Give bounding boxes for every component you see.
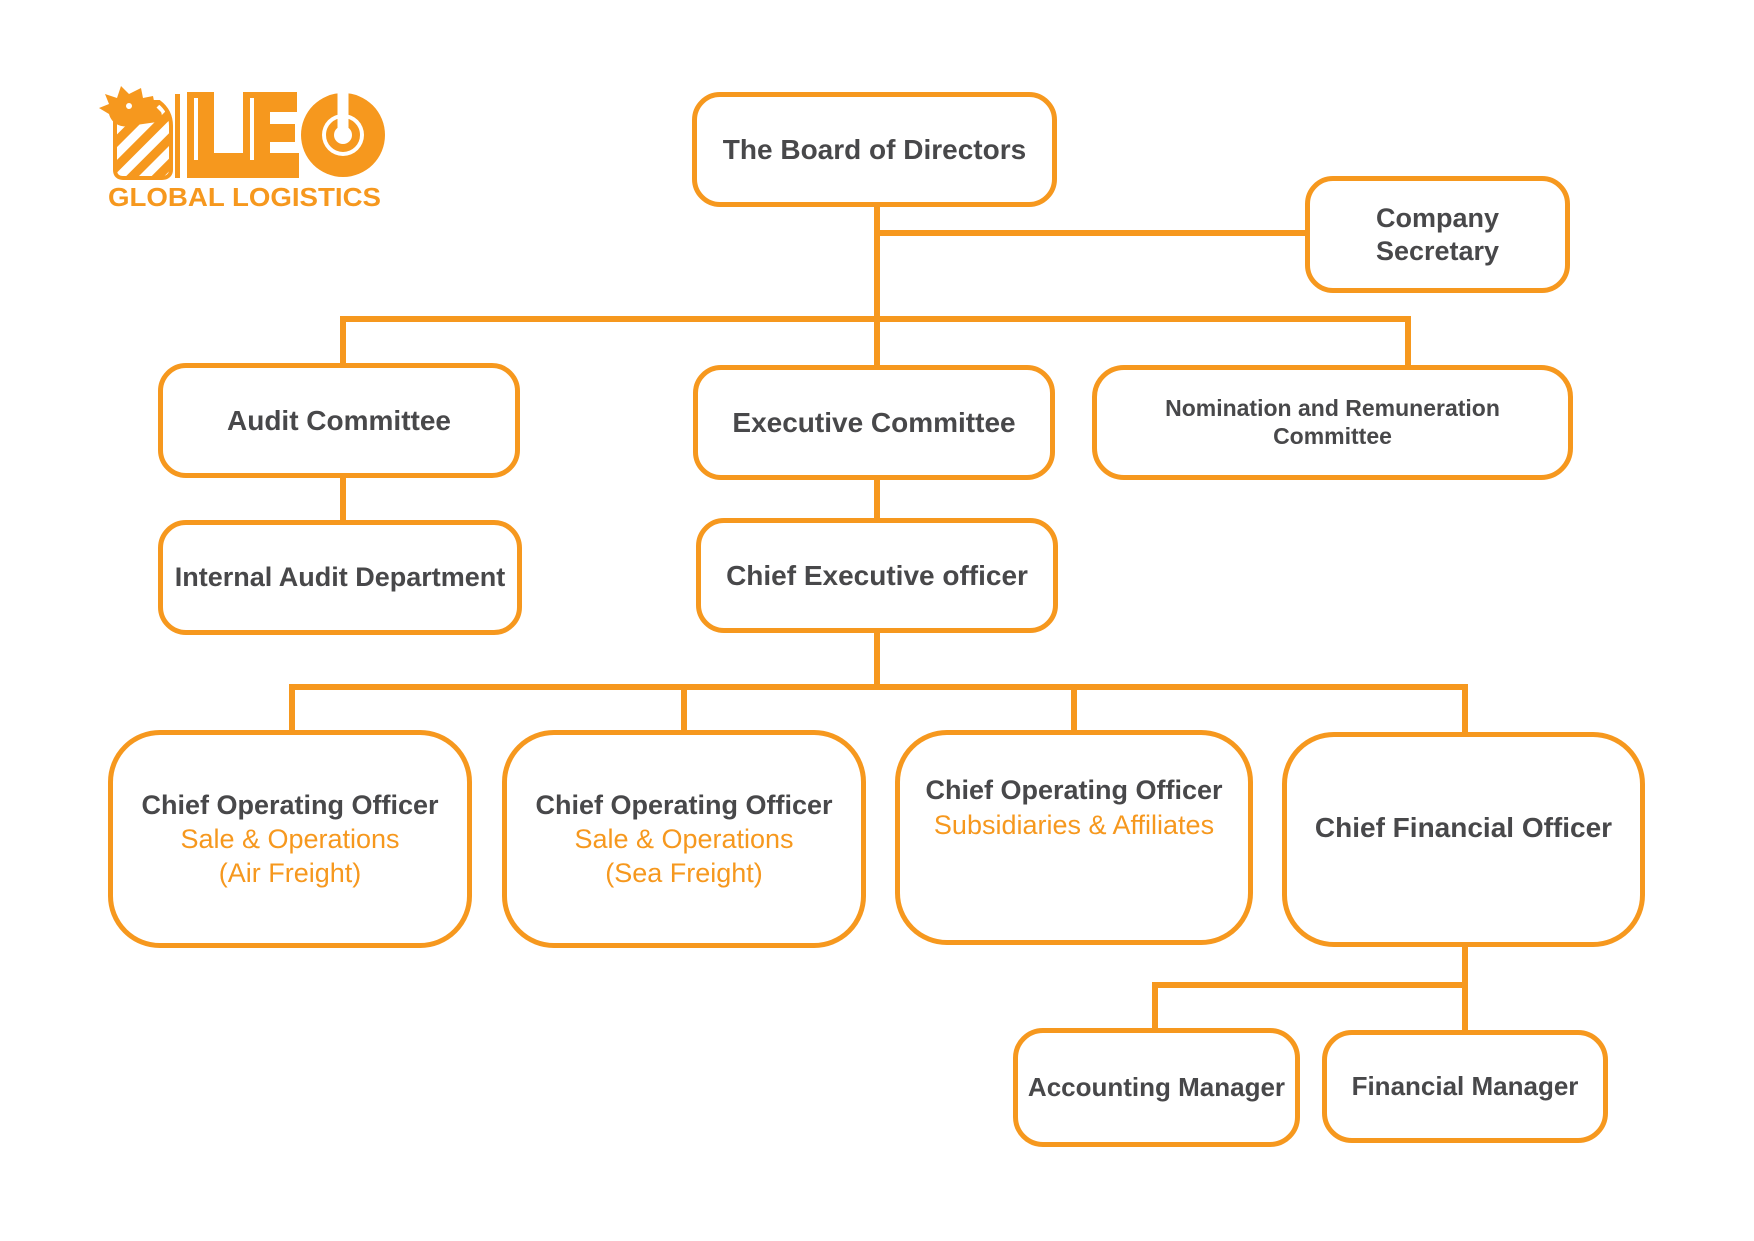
connector-drop-coo-subsidiaries xyxy=(1071,690,1077,730)
node-subtitle: Sale & Operations xyxy=(574,823,794,854)
node-chief-executive-officer: Chief Executive officer xyxy=(696,518,1058,633)
node-coo-air-freight: Chief Operating Officer Sale & Operation… xyxy=(108,730,472,948)
leo-lion-icon xyxy=(99,86,180,180)
node-subtitle: Subsidiaries & Affiliates xyxy=(933,809,1215,840)
connector-level5-rail xyxy=(1152,982,1468,988)
node-title: Chief Operating Officer xyxy=(535,789,833,820)
connector-drop-accounting xyxy=(1152,988,1158,1028)
connector-drop-audit xyxy=(340,322,346,363)
leo-logo-graphic: GLOBAL LOGISTICS xyxy=(99,86,385,212)
company-logo: GLOBAL LOGISTICS xyxy=(95,80,395,212)
node-coo-sea-freight: Chief Operating Officer Sale & Operation… xyxy=(502,730,866,948)
node-board-of-directors: The Board of Directors xyxy=(692,92,1057,207)
node-subtitle2: (Sea Freight) xyxy=(605,858,763,889)
connector-drop-financial xyxy=(1462,988,1468,1030)
node-title: Chief Operating Officer xyxy=(925,775,1223,806)
node-audit-committee: Audit Committee xyxy=(158,363,520,478)
node-label: Company Secretary xyxy=(1375,203,1500,266)
node-financial-manager: Financial Manager xyxy=(1322,1030,1608,1143)
node-title: Chief Operating Officer xyxy=(141,789,439,820)
node-label: Internal Audit Department xyxy=(174,562,506,593)
connector-drop-cfo xyxy=(1462,690,1468,732)
node-label: Chief Financial Officer xyxy=(1314,811,1613,843)
connector-cfo-spine xyxy=(1462,947,1468,988)
leo-wordmark xyxy=(187,88,385,178)
node-label: Executive Committee xyxy=(732,406,1016,438)
connector-level4-rail xyxy=(289,684,1468,690)
connector-board-spine xyxy=(874,207,880,322)
logo-tagline: GLOBAL LOGISTICS xyxy=(108,182,381,210)
connector-drop-nomination xyxy=(1405,322,1411,365)
node-nomination-remuneration-committee: Nomination and Remuneration Committee xyxy=(1092,365,1573,480)
node-executive-committee: Executive Committee xyxy=(693,365,1055,480)
node-label: Financial Manager xyxy=(1351,1070,1579,1101)
connector-audit-internal xyxy=(340,478,346,520)
node-label: Chief Executive officer xyxy=(726,559,1028,591)
connector-secretary-branch xyxy=(877,230,1305,236)
node-label: The Board of Directors xyxy=(722,133,1027,165)
connector-drop-coo-sea xyxy=(681,690,687,730)
node-subtitle2: (Air Freight) xyxy=(218,858,362,889)
node-subtitle: Sale & Operations xyxy=(180,823,400,854)
node-internal-audit-department: Internal Audit Department xyxy=(158,520,522,635)
connector-drop-executive xyxy=(874,322,880,365)
node-chief-financial-officer: Chief Financial Officer xyxy=(1282,732,1645,947)
node-company-secretary: Company Secretary xyxy=(1305,176,1570,293)
connector-level3-rail xyxy=(340,316,1411,322)
node-label: Accounting Manager xyxy=(1027,1071,1286,1102)
connector-ceo-spine xyxy=(874,633,880,690)
node-accounting-manager: Accounting Manager xyxy=(1013,1028,1300,1147)
connector-executive-ceo xyxy=(874,480,880,518)
node-label: Audit Committee xyxy=(227,404,451,436)
node-coo-subsidiaries-affiliates: Chief Operating Officer Subsidiaries & A… xyxy=(895,730,1253,945)
connector-drop-coo-air xyxy=(289,690,295,730)
node-label: Nomination and Remuneration Committee xyxy=(1165,394,1500,449)
